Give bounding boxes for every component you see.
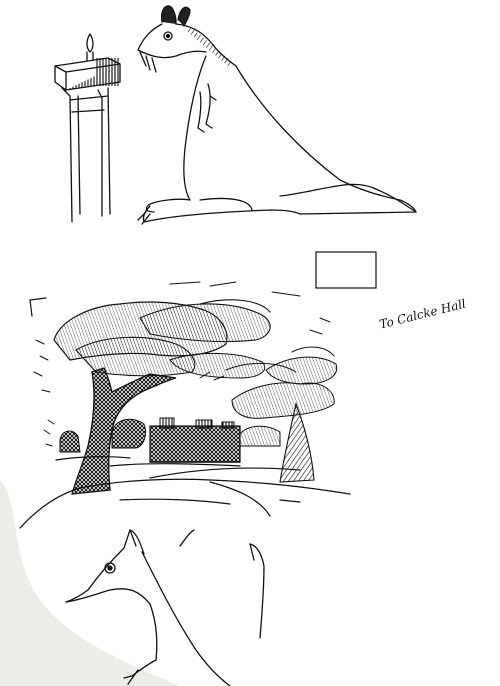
- tree-trunk: [71, 367, 177, 495]
- landscape-sketch: [19, 281, 351, 529]
- ground-lines: [19, 456, 351, 529]
- right-tree: [231, 346, 338, 483]
- fox-sketch: [65, 529, 265, 686]
- blank-rectangle: [315, 251, 377, 289]
- kangaroo-sketch: [137, 5, 417, 225]
- hall-building: [149, 417, 241, 463]
- pedestal-sketch: [54, 33, 121, 223]
- tree-canopy: [53, 299, 297, 379]
- paper-smudge: [0, 480, 180, 686]
